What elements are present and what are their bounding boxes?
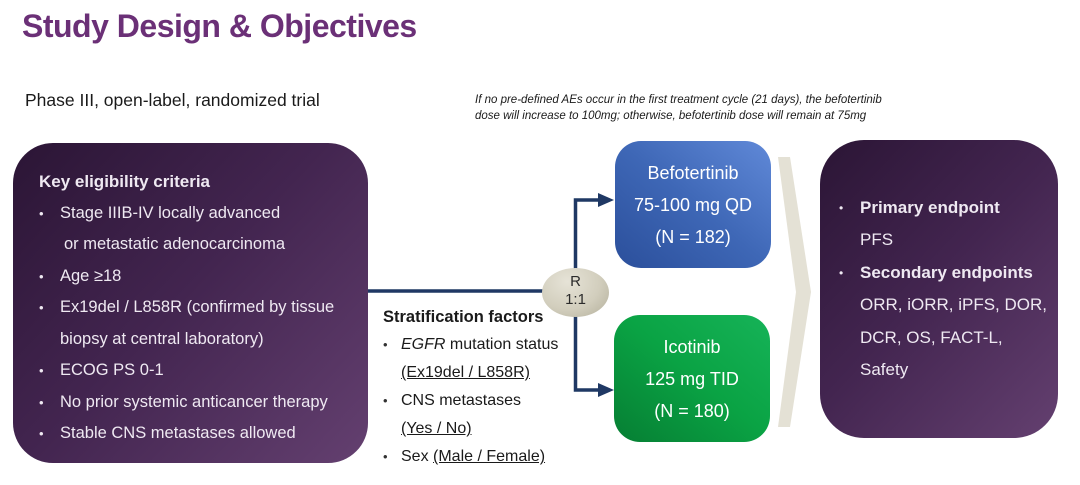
arm-name: Icotinib [663,336,721,357]
stratification-item-text: CNS metastases (Yes / No) [401,387,521,443]
randomization-ratio-label: 1:1 [565,291,586,308]
bullet-icon: • [39,300,44,315]
eligibility-item-text: Stage IIIB-IV locally advanced or metast… [60,198,285,261]
bullet-icon: • [839,200,844,215]
eligibility-item-text: Age ≥18 [60,266,122,285]
egfr-rest-label: mutation status [445,336,559,353]
sex-label: Sex [401,448,434,465]
secondary-endpoint-label: Secondary endpoints [860,262,1033,282]
eligibility-item-text: Stable CNS metastases allowed [60,424,296,442]
arm-n: (N = 182) [655,226,731,247]
eligibility-title: Key eligibility criteria [39,172,211,191]
stratification-item-sex: • Sex (Male / Female) [383,443,598,471]
secondary-endpoint-item: • Secondary endpoints [839,257,1048,290]
eligibility-item: • Stable CNS metastases allowed [39,418,354,450]
secondary-endpoints-line-1: ORR, iORR, iPFS, DOR, [860,295,1048,314]
eligibility-line: Stage IIIB-IV locally advanced [60,203,281,222]
bullet-icon: • [39,363,44,378]
bullet-icon: • [39,426,44,441]
stratification-block: Stratification factors • EGFR mutation s… [383,303,598,471]
primary-endpoint-label: Primary endpoint [860,197,1000,217]
stratification-item-cns: • CNS metastases (Yes / No) [383,387,598,443]
dose-escalation-note: If no pre-defined AEs occur in the first… [475,93,1080,124]
cns-strata-values: (Yes / No) [401,420,472,437]
arm-befotertinib: Befotertinib 75-100 mg QD (N = 182) [615,141,771,268]
endpoints-box: • Primary endpoint PFS • Secondary endpo… [820,140,1058,438]
note-line-2: dose will increase to 100mg; otherwise, … [475,109,867,122]
eligibility-line: Ex19del / L858R (confirmed by tissue [60,298,335,316]
primary-endpoint-item: • Primary endpoint [839,192,1048,225]
eligibility-item: • ECOG PS 0-1 [39,355,354,387]
eligibility-item-text: ECOG PS 0-1 [60,361,164,379]
arm-dose: 75-100 mg QD [633,194,753,215]
eligibility-item-text: No prior systemic anticancer therapy [60,392,328,411]
eligibility-item: • Age ≥18 [39,261,354,293]
secondary-endpoints-line-2: DCR, OS, FACT-L, Safety [860,327,1003,380]
eligibility-item-text: Ex19del / L858R (confirmed by tissue bio… [60,292,334,355]
arm-dose: 125 mg TID [645,368,739,389]
eligibility-box: Key eligibility criteria • Stage IIIB-IV… [13,143,368,463]
cns-line: CNS metastases [401,392,522,409]
bullet-icon: • [39,394,44,410]
randomization-r-label: R [570,273,581,290]
arrowhead-befotertinib [598,193,614,207]
connector-randomizer-to-befotertinib [573,198,599,274]
arm-name: Befotertinib [647,162,739,183]
chevron-shape [778,157,811,427]
primary-endpoint-value: PFS [860,230,894,249]
eligibility-line: biopsy at central laboratory) [60,329,264,348]
stratification-title: Stratification factors [383,308,544,326]
arrowhead-icotinib [598,383,614,397]
bullet-icon: • [383,393,388,408]
eligibility-item: • No prior systemic anticancer therapy [39,387,354,419]
arm-icotinib: Icotinib 125 mg TID (N = 180) [614,315,770,442]
eligibility-line: or metastatic adenocarcinoma [64,235,286,253]
stratification-item-text: EGFR mutation status (Ex19del / L858R) [401,331,558,387]
eligibility-item: • Stage IIIB-IV locally advanced or meta… [39,198,354,261]
trial-phase-subtitle: Phase III, open-label, randomized trial [25,90,320,110]
stratification-item-egfr: • EGFR mutation status (Ex19del / L858R) [383,331,598,387]
bullet-icon: • [383,449,388,464]
bullet-icon: • [383,337,388,352]
egfr-gene-label: EGFR [401,336,446,353]
randomization-node: R 1:1 [542,268,609,317]
bullet-icon: • [39,205,44,221]
page-title: Study Design & Objectives [22,8,417,44]
sex-strata-values: (Male / Female) [433,448,546,465]
egfr-line: EGFR mutation status [401,331,558,359]
note-line-1: If no pre-defined AEs occur in the first… [475,94,882,106]
bullet-icon: • [839,265,844,280]
egfr-strata-values: (Ex19del / L858R) [401,364,530,381]
eligibility-item: • Ex19del / L858R (confirmed by tissue b… [39,292,354,355]
stratification-item-text: Sex (Male / Female) [401,443,545,471]
bullet-icon: • [39,268,44,284]
arm-n: (N = 180) [654,400,730,421]
